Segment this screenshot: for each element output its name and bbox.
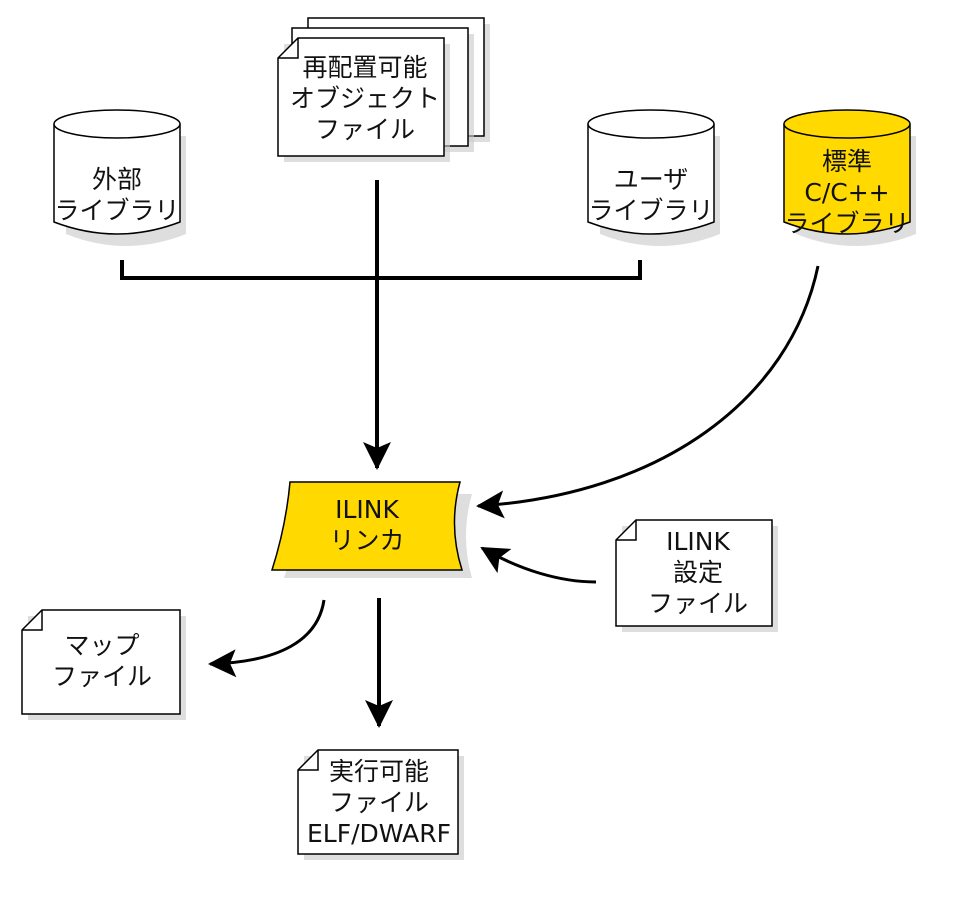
std-library-cylinder	[783, 109, 916, 246]
user-library-label: ユーザ ライブラリ	[588, 165, 714, 225]
user-library-cylinder	[587, 109, 720, 246]
arrow-stdlib-to-linker	[476, 265, 820, 519]
arrow-linker-to-map	[208, 599, 326, 678]
std-library-label: 標準 C/C++ ライブラリ	[784, 147, 910, 238]
external-library-label: 外部 ライブラリ	[54, 165, 180, 225]
config-file-label: ILINK 設定 ファイル	[647, 527, 748, 618]
relocatable-objects-label: 再配置可能 オブジェクト ファイル	[289, 53, 440, 144]
arrow-config-to-linker	[480, 546, 597, 584]
executable-file-shape	[297, 749, 464, 860]
relocatable-object-files-shape	[277, 17, 490, 162]
map-file-shape	[21, 609, 186, 720]
config-file-shape	[615, 519, 778, 632]
linker-label: ILINK リンカ	[329, 495, 405, 555]
external-library-cylinder	[53, 109, 186, 246]
executable-file-label: 実行可能 ファイル ELF/DWARF	[307, 757, 451, 848]
map-file-label: マップ ファイル	[51, 631, 152, 691]
linker-shape	[270, 481, 472, 578]
library-bracket-connector	[120, 260, 642, 280]
